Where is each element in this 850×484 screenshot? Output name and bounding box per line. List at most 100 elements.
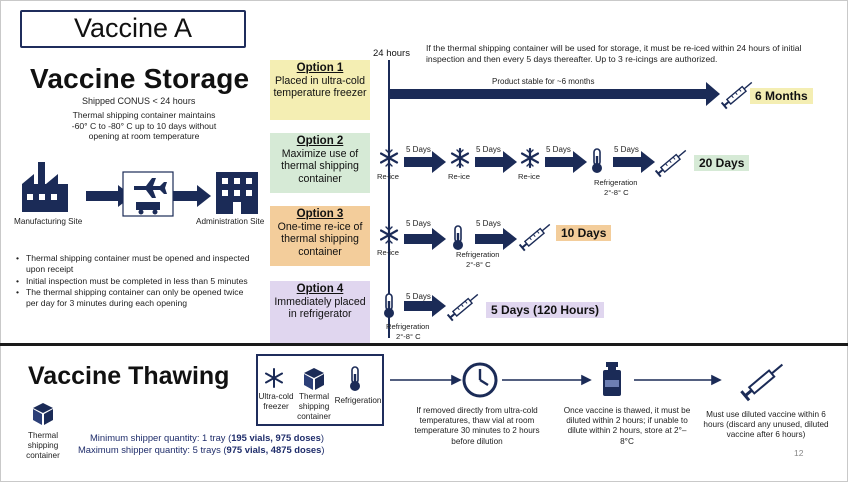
syringe-icon [518, 220, 554, 252]
refrigeration-label: Refrigeration [594, 178, 638, 187]
syringe-icon [654, 146, 690, 178]
arrow-icon [475, 151, 517, 173]
hours-24-label: 24 hours [373, 48, 410, 59]
max-quantity-suffix: ) [321, 444, 325, 455]
option-1-arrow [390, 82, 720, 106]
reice-label: Re-ice [518, 172, 540, 181]
shipping-subtitle: Shipped CONUS < 24 hours [82, 96, 196, 106]
refrigeration-temp: 2°-8° C [604, 188, 629, 197]
min-quantity: Minimum shipper quantity: 1 tray (195 vi… [90, 432, 324, 444]
option-2-result: 20 Days [694, 155, 750, 171]
thermometer-icon [383, 293, 395, 319]
option-title: Option 4 [296, 283, 344, 295]
interval-label: 5 Days [476, 219, 501, 228]
option-3-result: 10 Days [556, 225, 612, 241]
administration-site-label: Administration Site [196, 217, 265, 226]
reicing-note: If the thermal shipping container will b… [426, 43, 802, 64]
interval-label: 5 Days [614, 145, 639, 154]
refrigeration-temp: 2°-8° C [396, 332, 421, 341]
option-4-result: 5 Days (120 Hours) [486, 302, 605, 318]
thawing-heading: Vaccine Thawing [28, 362, 230, 390]
page-title: Vaccine A [20, 10, 246, 48]
thawing-flow [390, 362, 784, 402]
min-quantity-text: Minimum shipper quantity: 1 tray ( [90, 432, 232, 443]
option-title: Option 1 [296, 62, 344, 74]
snowflake-icon [450, 147, 470, 169]
manufacturing-site-label: Manufacturing Site [14, 217, 83, 226]
factory-icon [22, 162, 68, 212]
refrigeration-label: Refrigeration [334, 396, 382, 405]
supply-chain-graphic [22, 162, 258, 217]
option-text: One-time re-ice of thermal shipping cont… [277, 221, 363, 258]
thermometer-icon [591, 148, 603, 174]
refrigeration-temp: 2°-8° C [466, 260, 491, 269]
arrow-icon [173, 185, 211, 207]
reice-label: Re-ice [377, 172, 399, 181]
option-title: Option 2 [296, 135, 344, 147]
box-icon [304, 368, 324, 390]
timeline-graphic [380, 78, 756, 322]
snowflake-icon [265, 368, 283, 388]
option-title: Option 3 [296, 208, 344, 220]
arrow-icon [545, 151, 587, 173]
shipping-container-label: Thermal shipping container [297, 392, 331, 422]
option-text: Maximize use of thermal shipping contain… [281, 148, 359, 185]
product-stable-label: Product stable for ~6 months [492, 77, 595, 86]
snowflake-icon [380, 147, 399, 169]
container-label: Thermal shipping container [26, 431, 60, 461]
thaw-step-1: If removed directly from ultra-cold temp… [414, 406, 540, 446]
truck-icon [136, 202, 160, 215]
thaw-step-3: Must use diluted vaccine within 6 hours … [703, 410, 829, 440]
option-1-box: Option 1 Placed in ultra-cold temperatur… [270, 60, 370, 120]
thaw-box-icons [265, 366, 360, 391]
vial-icon [603, 362, 621, 396]
storage-options-box [256, 354, 384, 426]
clock-icon [462, 362, 498, 398]
storage-bullet-list: Thermal shipping container must be opene… [14, 253, 252, 310]
arrow-icon [475, 228, 517, 250]
building-icon [216, 172, 258, 214]
interval-label: 5 Days [476, 145, 501, 154]
interval-label: 5 Days [406, 145, 431, 154]
thermometer-icon [350, 366, 360, 391]
arrow-icon [404, 228, 446, 250]
freezer-label: Ultra-cold freezer [258, 392, 294, 412]
box-icon [33, 403, 53, 425]
storage-heading: Vaccine Storage [30, 63, 250, 94]
option-1-result: 6 Months [750, 88, 813, 104]
refrigeration-label: Refrigeration [456, 250, 500, 259]
interval-label: 5 Days [406, 219, 431, 228]
interval-label: 5 Days [406, 292, 431, 301]
interval-label: 5 Days [546, 145, 571, 154]
section-divider [0, 343, 848, 346]
arrow-icon [404, 151, 446, 173]
min-quantity-value: 195 vials, 975 doses [231, 432, 321, 443]
syringe-icon [446, 290, 482, 322]
page-number: 12 [794, 448, 804, 458]
option-4-box: Option 4 Immediately placed in refrigera… [270, 281, 370, 343]
min-quantity-suffix: ) [320, 432, 324, 443]
thermometer-icon [452, 225, 464, 251]
max-quantity: Maximum shipper quantity: 5 trays (975 v… [78, 444, 325, 456]
reice-label: Re-ice [377, 248, 399, 257]
option-text: Immediately placed in refrigerator [274, 296, 366, 321]
list-item: The thermal shipping container can only … [14, 287, 252, 309]
syringe-icon [740, 363, 784, 402]
list-item: Thermal shipping container must be opene… [14, 253, 252, 275]
option-2-box: Option 2 Maximize use of thermal shippin… [270, 133, 370, 193]
max-quantity-value: 975 vials, 4875 doses [226, 444, 322, 455]
snowflake-icon [520, 147, 540, 169]
arrow-icon [613, 151, 655, 173]
container-note: Thermal shipping container maintains -60… [71, 110, 217, 141]
reice-label: Re-ice [448, 172, 470, 181]
list-item: Initial inspection must be completed in … [14, 276, 252, 287]
option-text: Placed in ultra-cold temperature freezer [273, 75, 367, 100]
refrigeration-label: Refrigeration [386, 322, 430, 331]
option-3-box: Option 3 One-time re-ice of thermal ship… [270, 206, 370, 266]
timeline-vertical-line [388, 60, 390, 338]
airplane-icon [134, 178, 167, 198]
max-quantity-text: Maximum shipper quantity: 5 trays ( [78, 444, 227, 455]
thaw-step-2: Once vaccine is thawed, it must be dilut… [563, 406, 691, 446]
snowflake-icon [380, 224, 399, 246]
